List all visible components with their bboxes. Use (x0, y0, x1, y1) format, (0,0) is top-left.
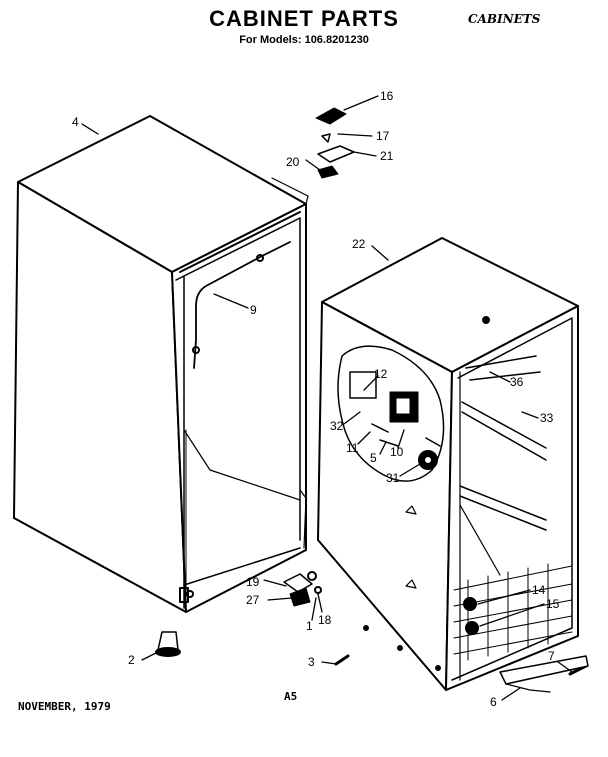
callout-2: 2 (128, 653, 135, 667)
callout-1: 1 (306, 619, 313, 633)
callout-27: 27 (246, 593, 260, 607)
liner-shell (283, 237, 579, 691)
leader-lines (81, 95, 573, 701)
callout-11: 11 (346, 441, 359, 455)
callout-33: 33 (540, 411, 554, 425)
cabinet-shell (13, 115, 309, 613)
callout-4: 4 (72, 115, 79, 129)
callout-36: 36 (510, 375, 524, 389)
callout-9: 9 (250, 303, 257, 317)
callout-21: 21 (380, 149, 394, 163)
callout-10: 10 (390, 445, 404, 459)
model-subtitle: For Models: 106.8201230 (239, 34, 369, 46)
callout-12: 12 (374, 367, 388, 381)
callout-6: 6 (490, 695, 497, 709)
callout-22: 22 (352, 237, 366, 251)
callout-7: 7 (548, 649, 555, 663)
callout-17: 17 (376, 129, 390, 143)
callout-31: 31 (386, 471, 400, 485)
callout-32: 32 (330, 419, 344, 433)
page-code: A5 (284, 690, 298, 703)
footer-date: NOVEMBER, 1979 (18, 700, 111, 713)
handwritten-note: CABINETS (468, 12, 541, 26)
callout-15: 15 (546, 597, 560, 611)
callout-labels: 4 16 17 21 20 9 22 12 36 33 32 11 10 5 3… (72, 89, 560, 709)
page-title: CABINET PARTS (209, 6, 399, 31)
callout-20: 20 (286, 155, 300, 169)
callout-18: 18 (318, 613, 332, 627)
callout-16: 16 (380, 89, 394, 103)
callout-19: 19 (246, 575, 260, 589)
callout-14: 14 (532, 583, 546, 597)
base-parts (155, 597, 589, 693)
top-hinge-parts (315, 107, 355, 179)
callout-5: 5 (370, 451, 377, 465)
callout-3: 3 (308, 655, 315, 669)
